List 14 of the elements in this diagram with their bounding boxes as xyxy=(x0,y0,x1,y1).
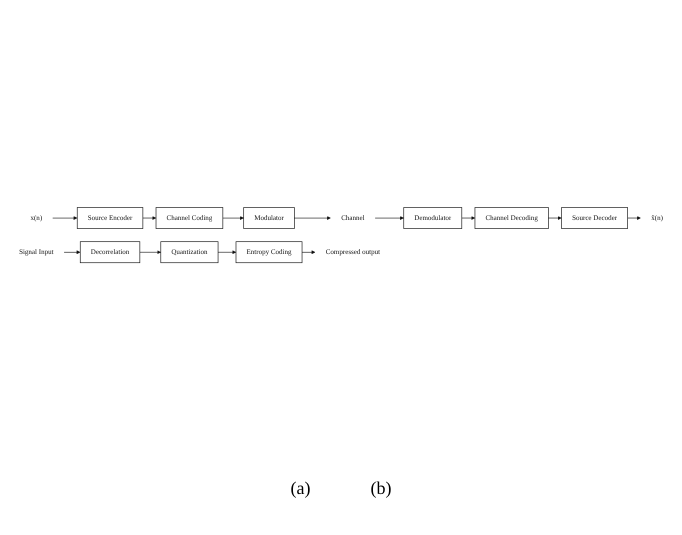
panel-label: (b) xyxy=(370,478,392,499)
panel-label: (a) xyxy=(290,478,310,499)
arrow xyxy=(302,250,316,254)
arrow xyxy=(142,216,156,220)
arrow xyxy=(64,250,80,254)
arrow xyxy=(140,250,161,254)
arrow xyxy=(627,216,641,220)
arrow xyxy=(461,216,476,220)
arrow xyxy=(374,216,404,220)
arrow xyxy=(52,216,78,220)
arrow xyxy=(222,216,244,220)
arrow xyxy=(218,250,236,254)
arrow xyxy=(548,216,562,220)
arrow xyxy=(294,216,331,220)
